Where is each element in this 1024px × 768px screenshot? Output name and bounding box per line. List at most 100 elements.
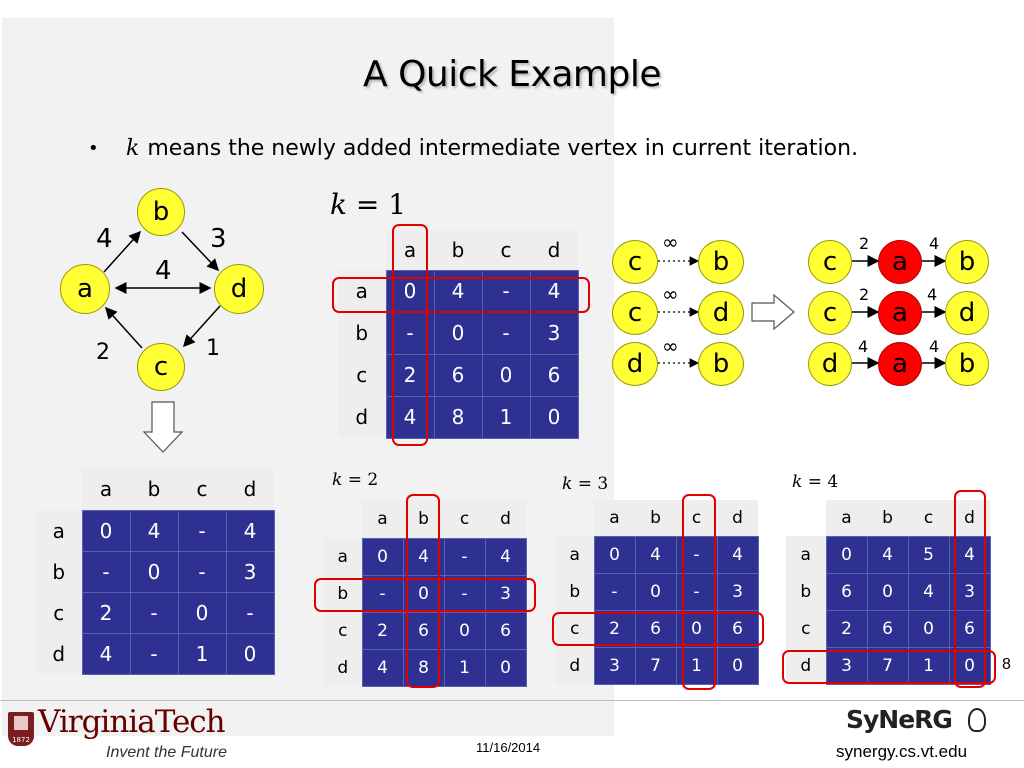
relax-node: d [612,342,658,386]
relax-node-intermediate: a [878,240,922,284]
matrix-cell: 0 [433,311,483,355]
matrix-cell: 0 [402,574,445,613]
vt-tagline: Invent the Future [106,744,227,761]
col-header: d [485,500,526,538]
matrix-cell: 0 [716,646,759,685]
highlight-k4-col [954,490,986,688]
row-header: d [556,647,594,684]
edge-weight-c-a: 2 [96,340,110,365]
row-header: b [36,551,82,592]
matrix-cell: 4 [402,537,445,576]
matrix-cell: - [177,550,227,593]
matrix-cell: 8 [433,395,483,439]
relax-node: c [612,291,658,335]
matrix-cell: 2 [361,611,404,650]
matrix-cell: 4 [81,632,131,675]
col-header: c [444,500,485,538]
edge-a-b [103,230,142,273]
col-header: d [226,468,274,510]
matrix-cell: 0 [593,535,636,574]
matrix-cell: 0 [129,550,179,593]
matrix-cell: - [81,550,131,593]
row-header: c [786,610,826,647]
down-arrow-icon [142,401,184,453]
relax-node: b [945,342,989,386]
matrix-cell: 1 [443,648,486,687]
matrix-cell: 7 [634,646,677,685]
relax-weight: 4 [929,234,940,253]
relax-node: d [808,342,852,386]
matrix-cell: 2 [593,609,636,648]
graph-node-c: c [137,343,185,391]
vt-shield-logo: 1872 [8,712,34,746]
slide-date: 11/16/2014 [476,740,541,755]
col-header: b [130,468,178,510]
col-header: c [482,230,530,270]
matrix-cell: 6 [433,353,483,397]
relax-node-intermediate: a [878,342,922,386]
row-header: b [324,575,362,612]
col-header: a [826,500,867,536]
matrix-cell: 4 [866,535,909,574]
highlight-k2-row [314,578,536,612]
row-header: a [324,538,362,575]
matrix-cell: 0 [907,609,950,648]
matrix-cell: 3 [716,572,759,611]
relax-weight: ∞ [662,334,679,358]
col-header: a [362,500,403,538]
edge-weight-d-c: 1 [206,336,220,361]
matrix-cell: 3 [225,550,275,593]
col-header: b [867,500,908,536]
matrix-cell: - [481,311,531,355]
matrix-cell: 2 [81,591,131,634]
relax-node-intermediate: a [878,291,922,335]
matrix-cell: 0 [225,632,275,675]
relax-node: c [808,240,852,284]
matrix-cell: 3 [529,311,579,355]
matrix-cell: 0 [866,572,909,611]
col-header: d [717,500,758,536]
matrix-cell: 4 [716,535,759,574]
matrix-cell: 0 [634,572,677,611]
slide-title: A Quick Example [363,54,662,95]
relax-weight: ∞ [662,230,679,254]
matrix-cell: 6 [825,572,868,611]
highlight-k1-col [392,224,428,446]
relax-node: b [945,240,989,284]
matrix-cell: 4 [225,509,275,552]
col-header: d [530,230,578,270]
highlight-k3-row [552,612,764,646]
synerg-url: synergy.cs.vt.edu [836,742,968,761]
matrix-cell: - [361,574,404,613]
row-header: b [556,573,594,610]
footer-divider [0,700,1024,701]
matrix-cell: 4 [129,509,179,552]
matrix-cell: 8 [402,648,445,687]
row-header: c [324,612,362,649]
matrix-cell: 0 [177,591,227,634]
row-header: d [36,633,82,674]
matrix-cell: 7 [866,646,909,685]
matrix-cell: - [593,572,636,611]
row-header: c [338,354,386,396]
row-header: b [786,573,826,610]
row-header: c [36,592,82,633]
matrix-cell: 0 [529,395,579,439]
highlight-k2-col [406,494,440,688]
bullet-variable: k [126,136,140,161]
highlight-k4-row [782,650,996,684]
matrix-cell: - [443,537,486,576]
edge-weight-a-d: 4 [155,256,172,286]
relax-weight: ∞ [662,282,679,306]
edge-c-a [104,306,143,349]
matrix-cell: 0 [481,353,531,397]
matrix-cell: 6 [716,609,759,648]
relax-weight: 2 [859,234,870,253]
bullet-text: means the newly added intermediate verte… [147,136,859,161]
k2-label: k = 2 [332,470,379,490]
matrix-cell: 3 [593,646,636,685]
